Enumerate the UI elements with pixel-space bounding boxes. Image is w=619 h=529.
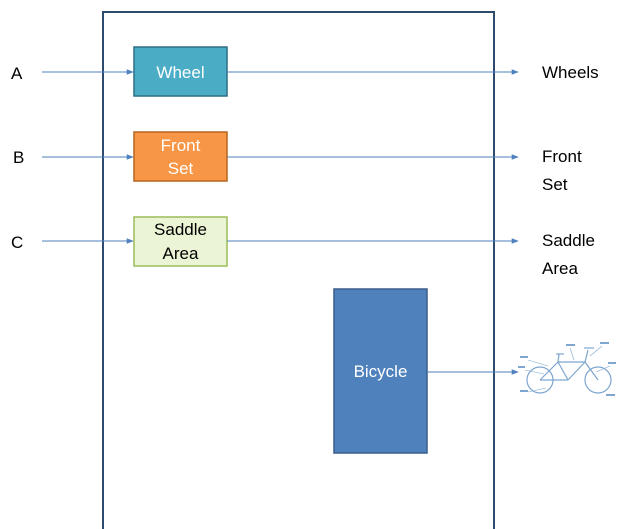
- input-label-a: A: [11, 64, 23, 83]
- bicycle-diagram-icon: [518, 342, 616, 396]
- wheel-box: [133, 46, 228, 97]
- system-boundary: [102, 11, 495, 529]
- output-label-saddle-area-line2: Area: [542, 259, 578, 278]
- input-label-c: C: [11, 233, 23, 252]
- output-label-saddle-area-line1: Saddle: [542, 231, 595, 250]
- front-set-box-label-line1: Front: [161, 136, 201, 155]
- front-set-box: [133, 131, 228, 182]
- input-label-b: B: [13, 148, 24, 167]
- saddle-area-box: [133, 216, 228, 267]
- saddle-area-box-label-line2: Area: [163, 244, 199, 263]
- output-label-front-set-line2: Set: [542, 175, 568, 194]
- output-label-front-set-line1: Front: [542, 147, 582, 166]
- bicycle-box: [333, 288, 428, 454]
- wheel-box-label: Wheel: [156, 63, 204, 82]
- bicycle-box-label: Bicycle: [354, 362, 408, 381]
- front-set-box-label-line2: Set: [168, 159, 194, 178]
- saddle-area-box-label-line1: Saddle: [154, 220, 207, 239]
- output-label-wheels: Wheels: [542, 63, 599, 82]
